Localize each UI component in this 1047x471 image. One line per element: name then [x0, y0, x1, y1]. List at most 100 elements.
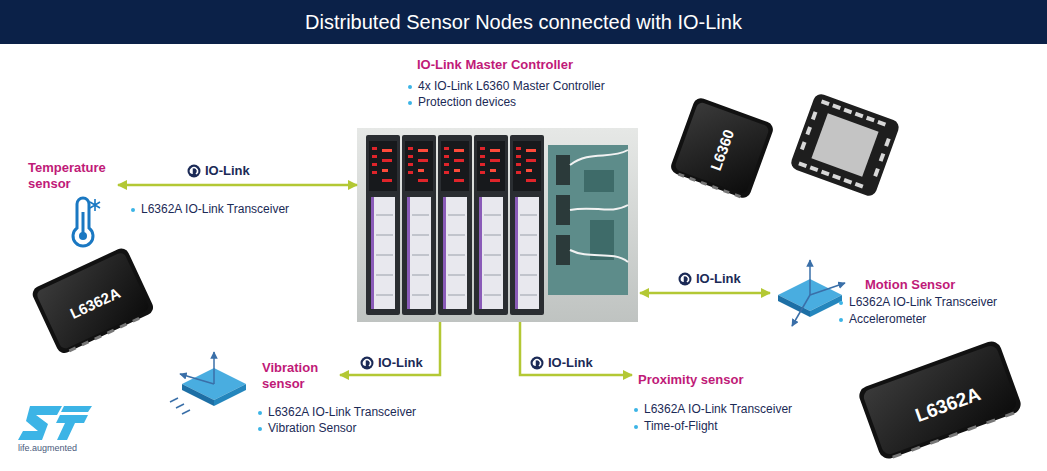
io-link-logo [187, 164, 201, 178]
bullet-text: Time-of-Flight [633, 419, 718, 434]
logo-mark [682, 276, 690, 282]
part-line [213, 352, 215, 384]
connector-label: IO-Link [548, 355, 593, 371]
logo-mark [364, 360, 372, 366]
part-rect [866, 116, 875, 122]
io-module [366, 135, 400, 315]
io-link-connector [520, 322, 632, 375]
part-rect [810, 166, 819, 172]
edge-label: IO-Link [358, 355, 425, 371]
part-path [170, 398, 190, 414]
part-rect [911, 446, 920, 452]
part-polygon [214, 384, 246, 406]
thermometer-icon [73, 198, 100, 246]
part-rect [798, 161, 807, 167]
part-polygon [61, 406, 92, 412]
part-rect [832, 104, 841, 110]
part-rect [949, 432, 958, 438]
part-rect [734, 193, 741, 198]
part-line [180, 374, 214, 384]
part-rect [884, 138, 890, 147]
part-polygon [182, 384, 214, 406]
part-circle [79, 232, 87, 240]
st-logo [18, 406, 92, 440]
part-rect [811, 111, 817, 120]
edge-label: IO-Link [528, 355, 595, 371]
connector-label: IO-Link [696, 271, 741, 287]
bullet-text: Vibration Sensor [257, 421, 357, 436]
connector [556, 195, 570, 225]
io-link-connector [640, 292, 770, 295]
part-rect [119, 323, 127, 329]
part-rect [789, 92, 901, 198]
part-rect [689, 177, 696, 182]
part-rect [81, 341, 89, 347]
part-rect [843, 108, 852, 114]
part-rect [712, 185, 719, 190]
part-rect [986, 418, 995, 424]
bullet-text: L6362A IO-Link Transceiver [838, 295, 997, 310]
bullet-text: L6362A IO-Link Transceiver [257, 405, 416, 420]
part-rect [132, 317, 140, 323]
part-line [82, 212, 85, 234]
controller-photo [357, 128, 638, 322]
part-path [90, 199, 100, 211]
l6360-chip [669, 96, 776, 201]
part-rect [35, 251, 150, 350]
part-line [810, 283, 845, 295]
sensor-node: Motion SensorL6362A IO-Link TransceiverA… [770, 255, 1040, 335]
part-rect [832, 174, 841, 180]
io-link-logo [360, 356, 374, 370]
sensor-node: Vibration sensorL6362A IO-Link Transceiv… [170, 348, 340, 440]
chip [584, 170, 614, 192]
node-heading: Temperature sensor [28, 160, 118, 192]
connector-label: IO-Link [205, 163, 250, 179]
connector [556, 235, 570, 265]
part-rect [855, 112, 864, 118]
node-heading: IO-Link Master Controller [417, 57, 573, 73]
part-rect [805, 126, 811, 135]
part-rect [723, 189, 730, 194]
part-rect [857, 339, 1024, 462]
part-polygon [56, 415, 88, 440]
circuit-board [548, 145, 628, 295]
part-rect [879, 153, 885, 162]
bullet-text: Accelerometer [838, 312, 926, 327]
part-line [809, 260, 811, 295]
part-rect [967, 425, 976, 431]
part-rect [94, 335, 102, 341]
logo-mark [534, 360, 542, 366]
io-link-connector [118, 184, 357, 187]
part-rect [700, 181, 707, 186]
part-polygon [778, 295, 810, 317]
io-module [510, 135, 544, 315]
logo-disc [188, 165, 201, 178]
part-rect [862, 344, 1019, 456]
title-bar: Distributed Sensor Nodes connected with … [0, 0, 1047, 44]
bullet-text: L6362A IO-Link Transceiver [130, 202, 289, 217]
sensor-node: Temperature sensorL6362A IO-Link Transce… [25, 158, 118, 245]
photo-ground [357, 128, 638, 322]
edge-label: IO-Link [185, 163, 252, 179]
logo-mark [191, 168, 199, 174]
part-rect [821, 99, 830, 105]
part-rect [1005, 412, 1014, 418]
io-link-logo [678, 272, 692, 286]
chip-underside [789, 92, 901, 198]
part-polygon [810, 295, 842, 317]
controller-node: IO-Link Master Controller 4x IO-Link L636… [357, 52, 640, 322]
io-module [474, 135, 508, 315]
part-rect [674, 101, 770, 195]
part-rect [678, 173, 685, 178]
io-link-connector [340, 322, 440, 375]
vibration-icon [170, 352, 246, 414]
connector [556, 155, 570, 185]
bullet-text: 4x IO-Link L6360 Master Controller [407, 79, 605, 94]
accelerometer-icon [778, 260, 845, 326]
part-rect [800, 141, 806, 150]
io-module [402, 135, 436, 315]
part-rect [855, 182, 864, 188]
bullet-text: L6362A IO-Link Transceiver [633, 402, 792, 417]
logo-disc [531, 357, 544, 370]
